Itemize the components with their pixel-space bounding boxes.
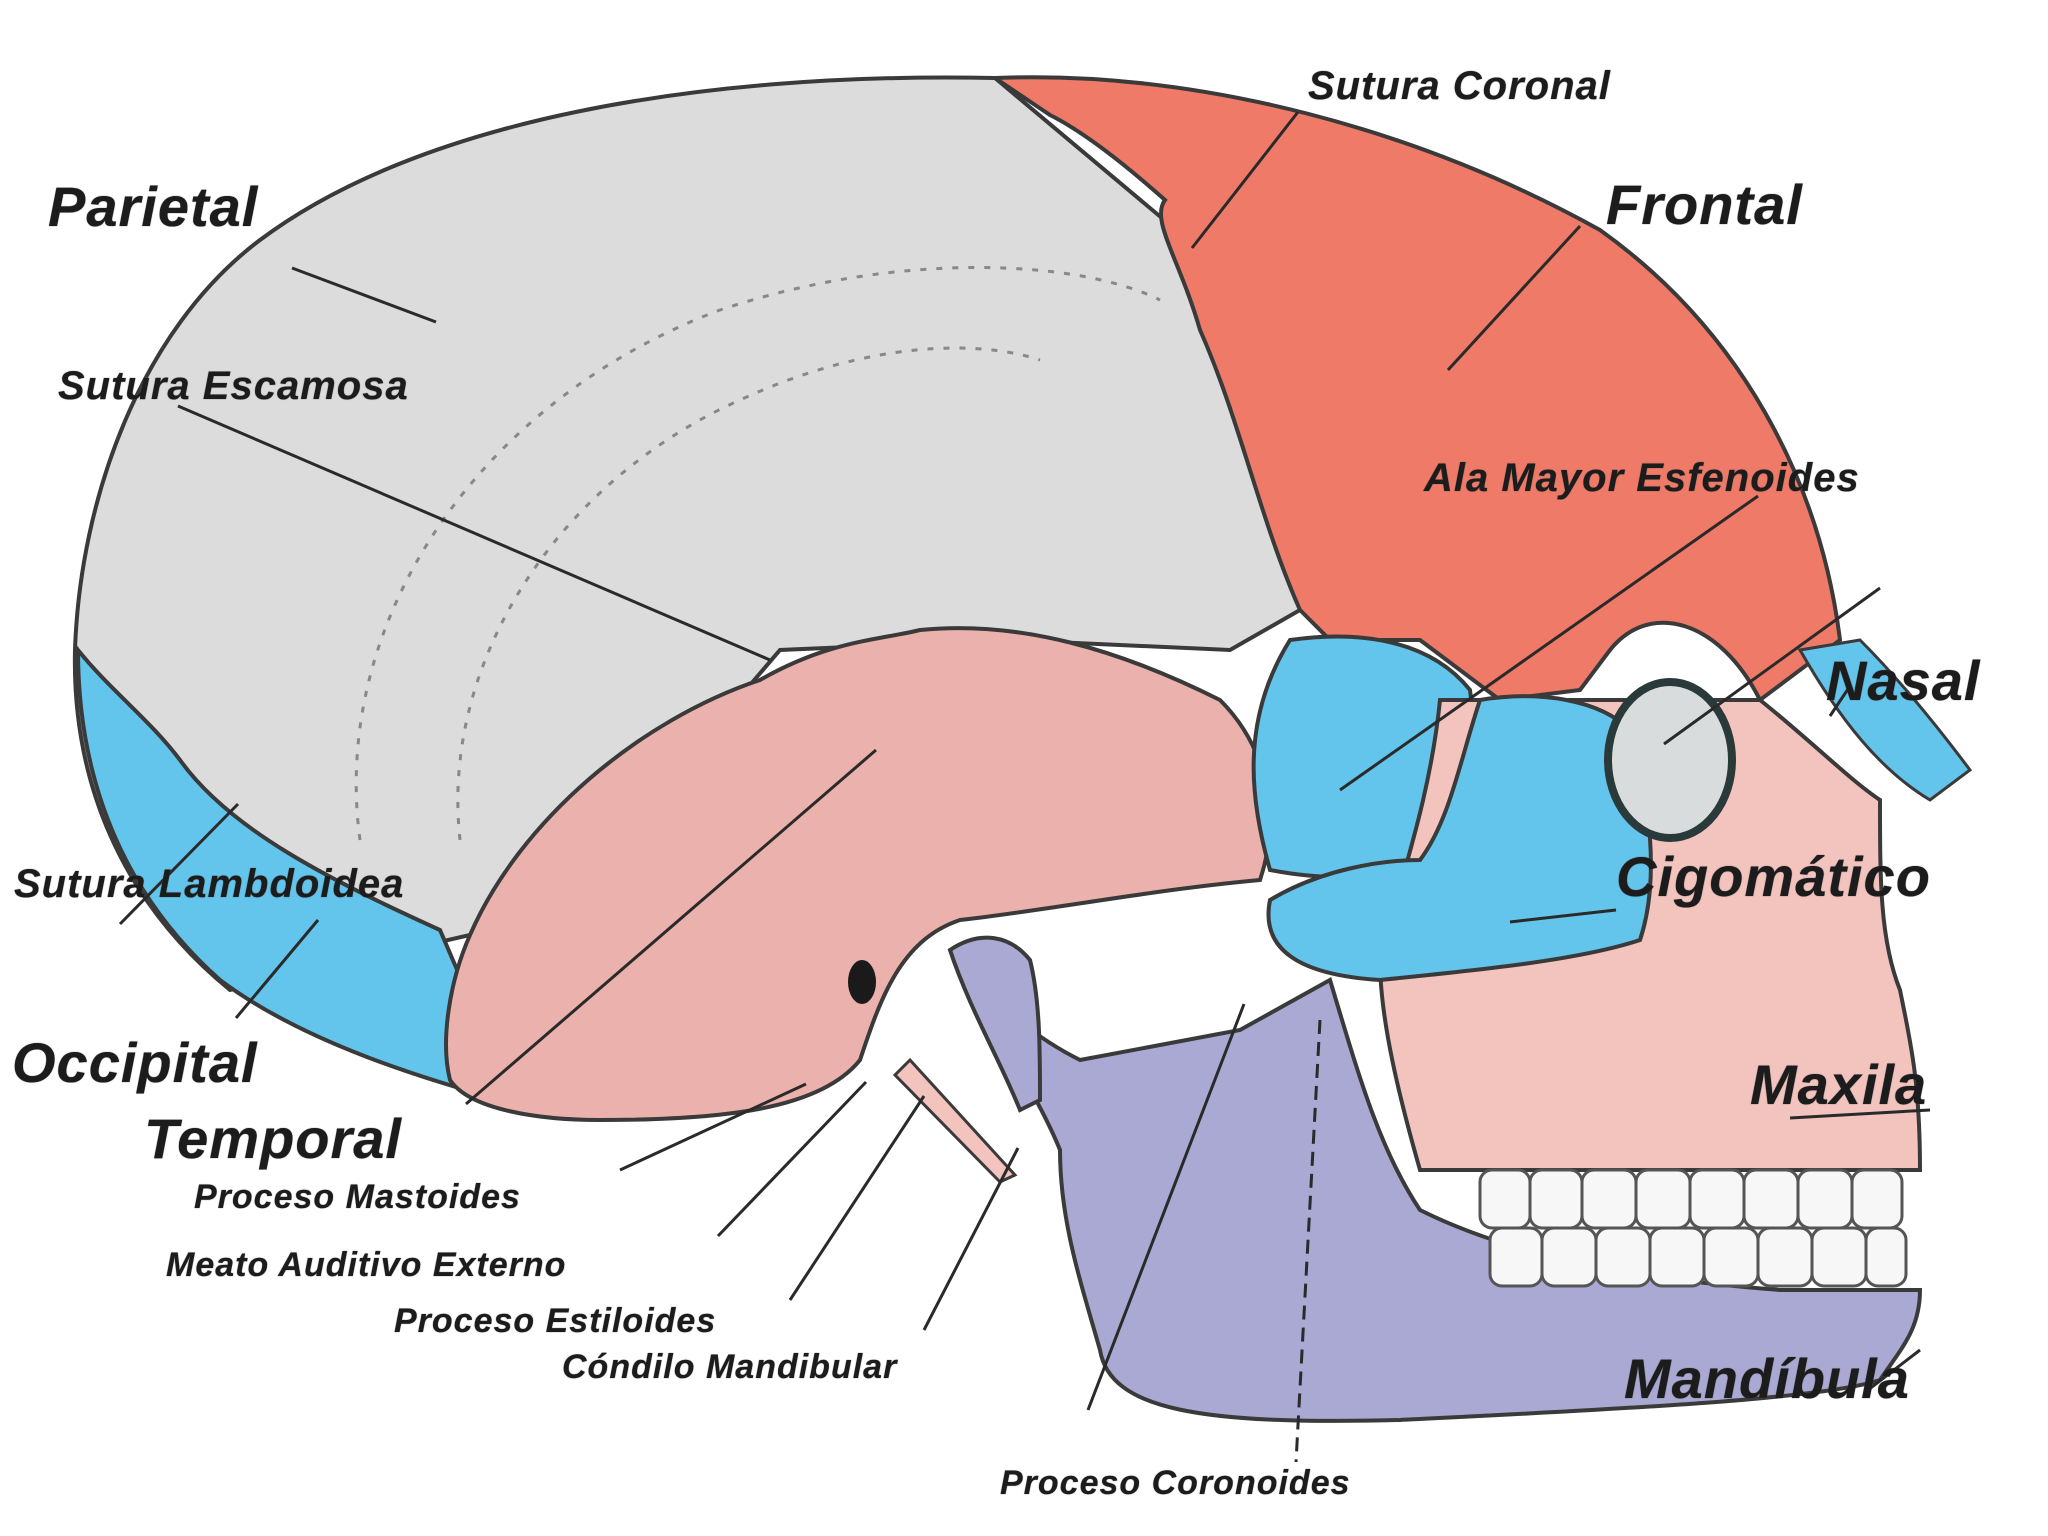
label-frontal: Frontal (1606, 173, 1803, 236)
label-mandibula: Mandíbula (1624, 1347, 1910, 1410)
label-proceso-coronoides: Proceso Coronoides (1000, 1464, 1351, 1502)
label-maxila: Maxila (1750, 1053, 1928, 1116)
orbit (1604, 678, 1736, 842)
frontal-bone (988, 75, 1843, 704)
label-occipital: Occipital (12, 1031, 258, 1094)
ear-canal (848, 960, 876, 1004)
leader-lines (118, 111, 1931, 1411)
label-proceso-mastoides: Proceso Mastoides (194, 1178, 521, 1216)
label-ala-mayor-esfenoides: Ala Mayor Esfenoides (1424, 456, 1860, 500)
label-sutura-lambdoidea: Sutura Lambdoidea (14, 862, 405, 906)
teeth (1478, 1168, 1908, 1288)
label-parietal: Parietal (48, 175, 259, 238)
label-temporal: Temporal (144, 1107, 402, 1170)
label-sutura-escamosa: Sutura Escamosa (58, 364, 409, 408)
label-meato-auditivo-externo: Meato Auditivo Externo (166, 1246, 567, 1284)
coronoid-leader-dashed (1294, 1019, 1322, 1463)
label-proceso-estiloides: Proceso Estiloides (394, 1302, 717, 1340)
mandibular-condyle (947, 935, 1043, 1113)
mandible-bone (958, 958, 1923, 1423)
nasal-bone (1797, 638, 1973, 802)
label-cigomatico: Cigomático (1616, 845, 1931, 908)
temporal-bone (444, 626, 1272, 1123)
label-sutura-coronal: Sutura Coronal (1308, 64, 1611, 108)
label-nasal: Nasal (1826, 649, 1981, 712)
styloid-process (892, 1057, 1018, 1184)
suture-dashes (354, 266, 1161, 841)
label-condilo-mandibular: Cóndilo Mandibular (562, 1348, 898, 1386)
